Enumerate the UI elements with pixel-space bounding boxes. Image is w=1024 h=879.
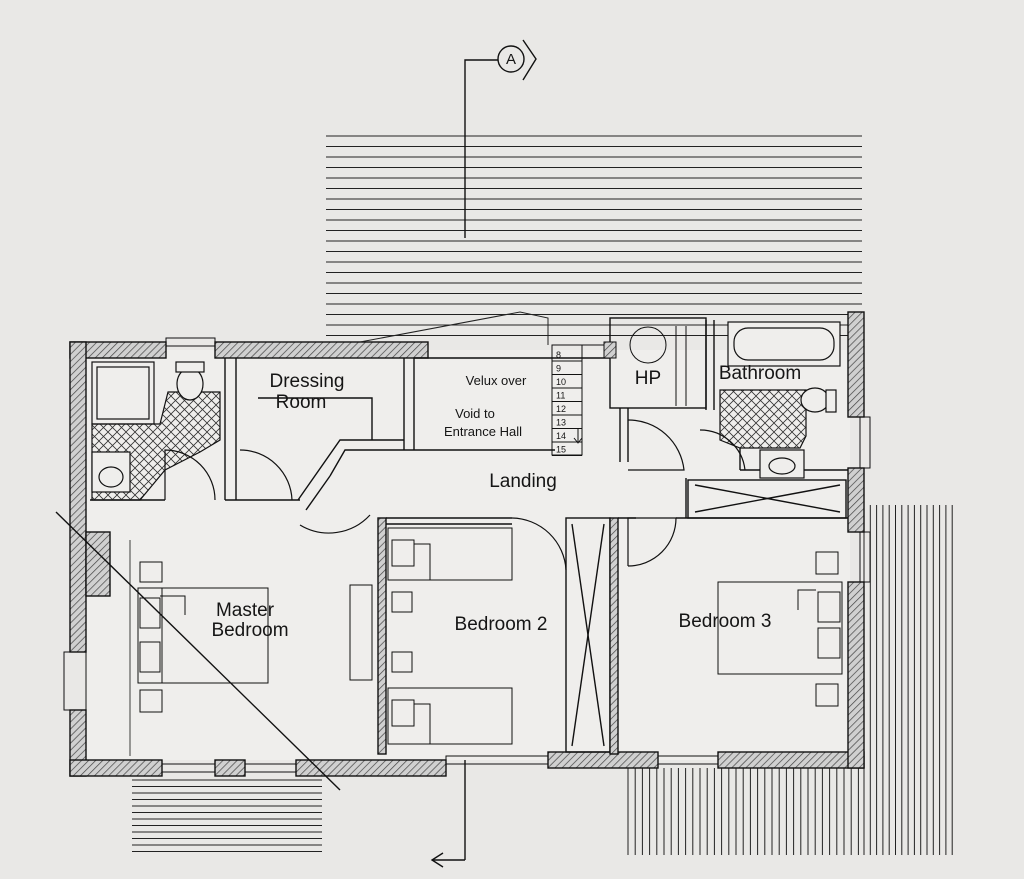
exterior-walls [69, 311, 865, 777]
deck-hatch-right [863, 505, 953, 855]
bedroom-3-label: Bedroom 3 [679, 611, 772, 632]
dressing-room-label-2: Room [276, 392, 327, 413]
hp-cylinder [629, 326, 687, 406]
diagonal-line [55, 511, 341, 791]
bedroom-2-label: Bedroom 2 [455, 614, 548, 635]
master-bedroom-label-1: Master [216, 600, 275, 621]
stair-number: 14 [556, 431, 566, 441]
bathtub [727, 321, 841, 367]
dresser [349, 584, 373, 681]
bedside-table [139, 561, 163, 583]
roof-slope-line [359, 311, 549, 345]
shower-tray [91, 361, 155, 425]
bathroom-fixtures [719, 321, 841, 479]
ensuite-fixtures [91, 361, 221, 501]
internal-walls [90, 317, 848, 755]
hp-label: HP [635, 368, 661, 389]
furniture [129, 527, 843, 756]
door-swings [164, 419, 746, 571]
toilet [176, 367, 204, 401]
stairs [551, 341, 617, 456]
void-note-2: Entrance Hall [444, 424, 522, 439]
dressing-room-label-1: Dressing [270, 371, 345, 392]
stair-number: 8 [556, 350, 561, 360]
basin [91, 451, 131, 493]
landing-label: Landing [489, 471, 557, 492]
bath-basin [759, 449, 805, 479]
section-marker-circle [497, 45, 525, 73]
roof-hatch-top [326, 135, 862, 336]
deck-hatch-bottom-left [132, 768, 859, 855]
stair-number: 11 [556, 391, 565, 401]
windows [63, 337, 871, 773]
master-bedroom-label-2: Bedroom [211, 620, 288, 641]
stair-arrow-head [573, 437, 583, 444]
stair-number: 15 [556, 445, 566, 455]
stair-number: 13 [556, 418, 566, 428]
stair-number: 9 [556, 364, 561, 374]
velux-note: Velux over [466, 373, 527, 388]
bath-toilet [800, 387, 830, 413]
stair-number: 10 [556, 377, 566, 387]
void-note-1: Void to [455, 406, 495, 421]
stair-numbers: 8 9 10 11 12 13 14 15 [556, 350, 566, 455]
stair-number: 12 [556, 404, 566, 414]
bedside-table [139, 689, 163, 713]
bathroom-label: Bathroom [719, 363, 801, 384]
section-marker-letter: A [506, 51, 516, 68]
